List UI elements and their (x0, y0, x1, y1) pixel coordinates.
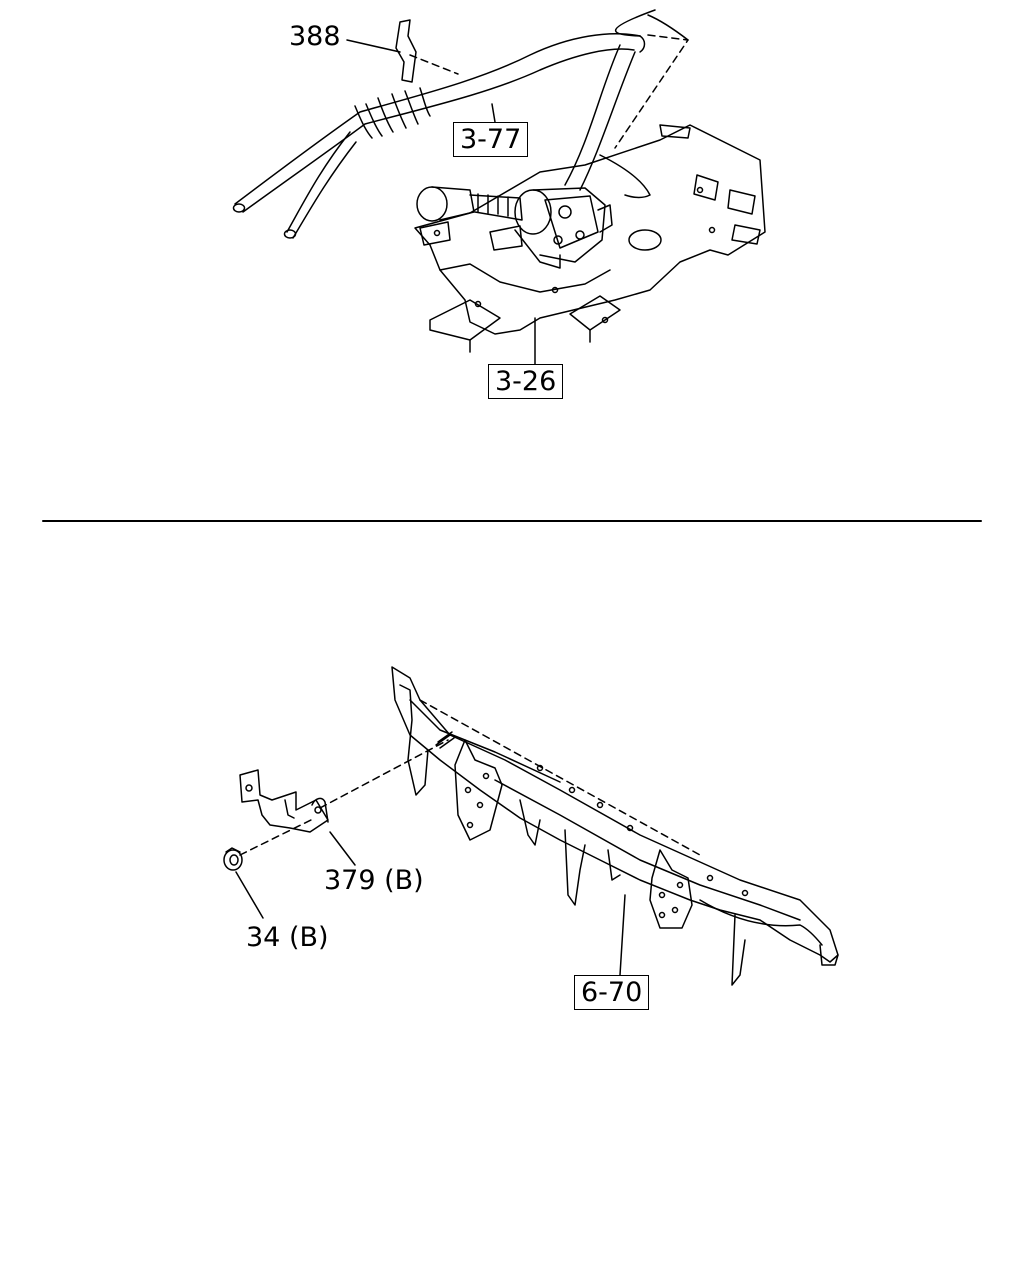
phantom-lines (409, 34, 689, 149)
mounting-plate (414, 124, 766, 353)
callout-3-26: 3-26 (488, 364, 564, 399)
hose-assembly (232, 9, 689, 239)
leader-lines-upper (346, 39, 536, 366)
callout-6-70: 6-70 (574, 975, 650, 1010)
phantom-lines-lower (239, 699, 701, 856)
frame-gussets (454, 739, 749, 929)
callout-3-77: 3-77 (453, 122, 529, 157)
clip-388 (395, 19, 417, 83)
bracket-379b (239, 769, 329, 833)
upper-assembly (232, 9, 766, 366)
lower-assembly (223, 666, 839, 986)
frame-cross-member (391, 666, 839, 986)
nut-34b (223, 847, 243, 871)
stud (435, 731, 455, 749)
leader-lines-lower (235, 831, 626, 976)
valve-actuator (416, 186, 613, 269)
callout-388: 388 (289, 21, 341, 52)
callout-34b: 34 (B) (246, 922, 329, 953)
callout-379b: 379 (B) (324, 865, 424, 896)
